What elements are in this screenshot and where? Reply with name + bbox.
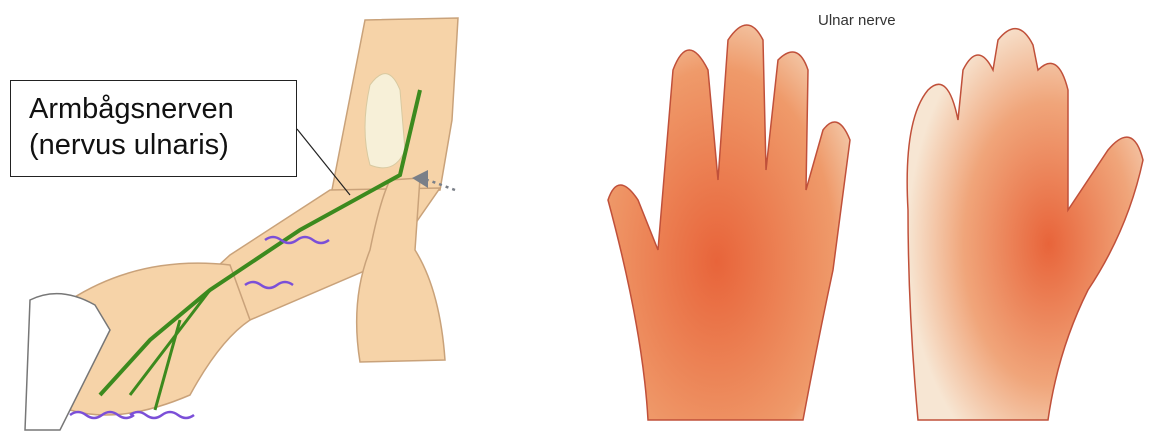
nerve-label-line1: Armbågsnerven [29,91,296,127]
elbow-bone [365,74,405,168]
palm [907,29,1143,420]
ulnar-nerve-arm-illustration: Armbågsnerven (nervus ulnaris) [0,0,560,434]
nerve-label-line2: (nervus ulnaris) [29,127,296,163]
arm-drawing [0,0,560,434]
ulnar-nerve-hands-illustration: Ulnar nerve [588,10,1158,430]
figure-title: Ulnar nerve [818,12,896,29]
hands-drawing [588,10,1158,430]
nerve-label-box: Armbågsnerven (nervus ulnaris) [10,80,297,177]
back-of-hand [608,25,850,420]
tingle-mark-4 [130,412,194,418]
